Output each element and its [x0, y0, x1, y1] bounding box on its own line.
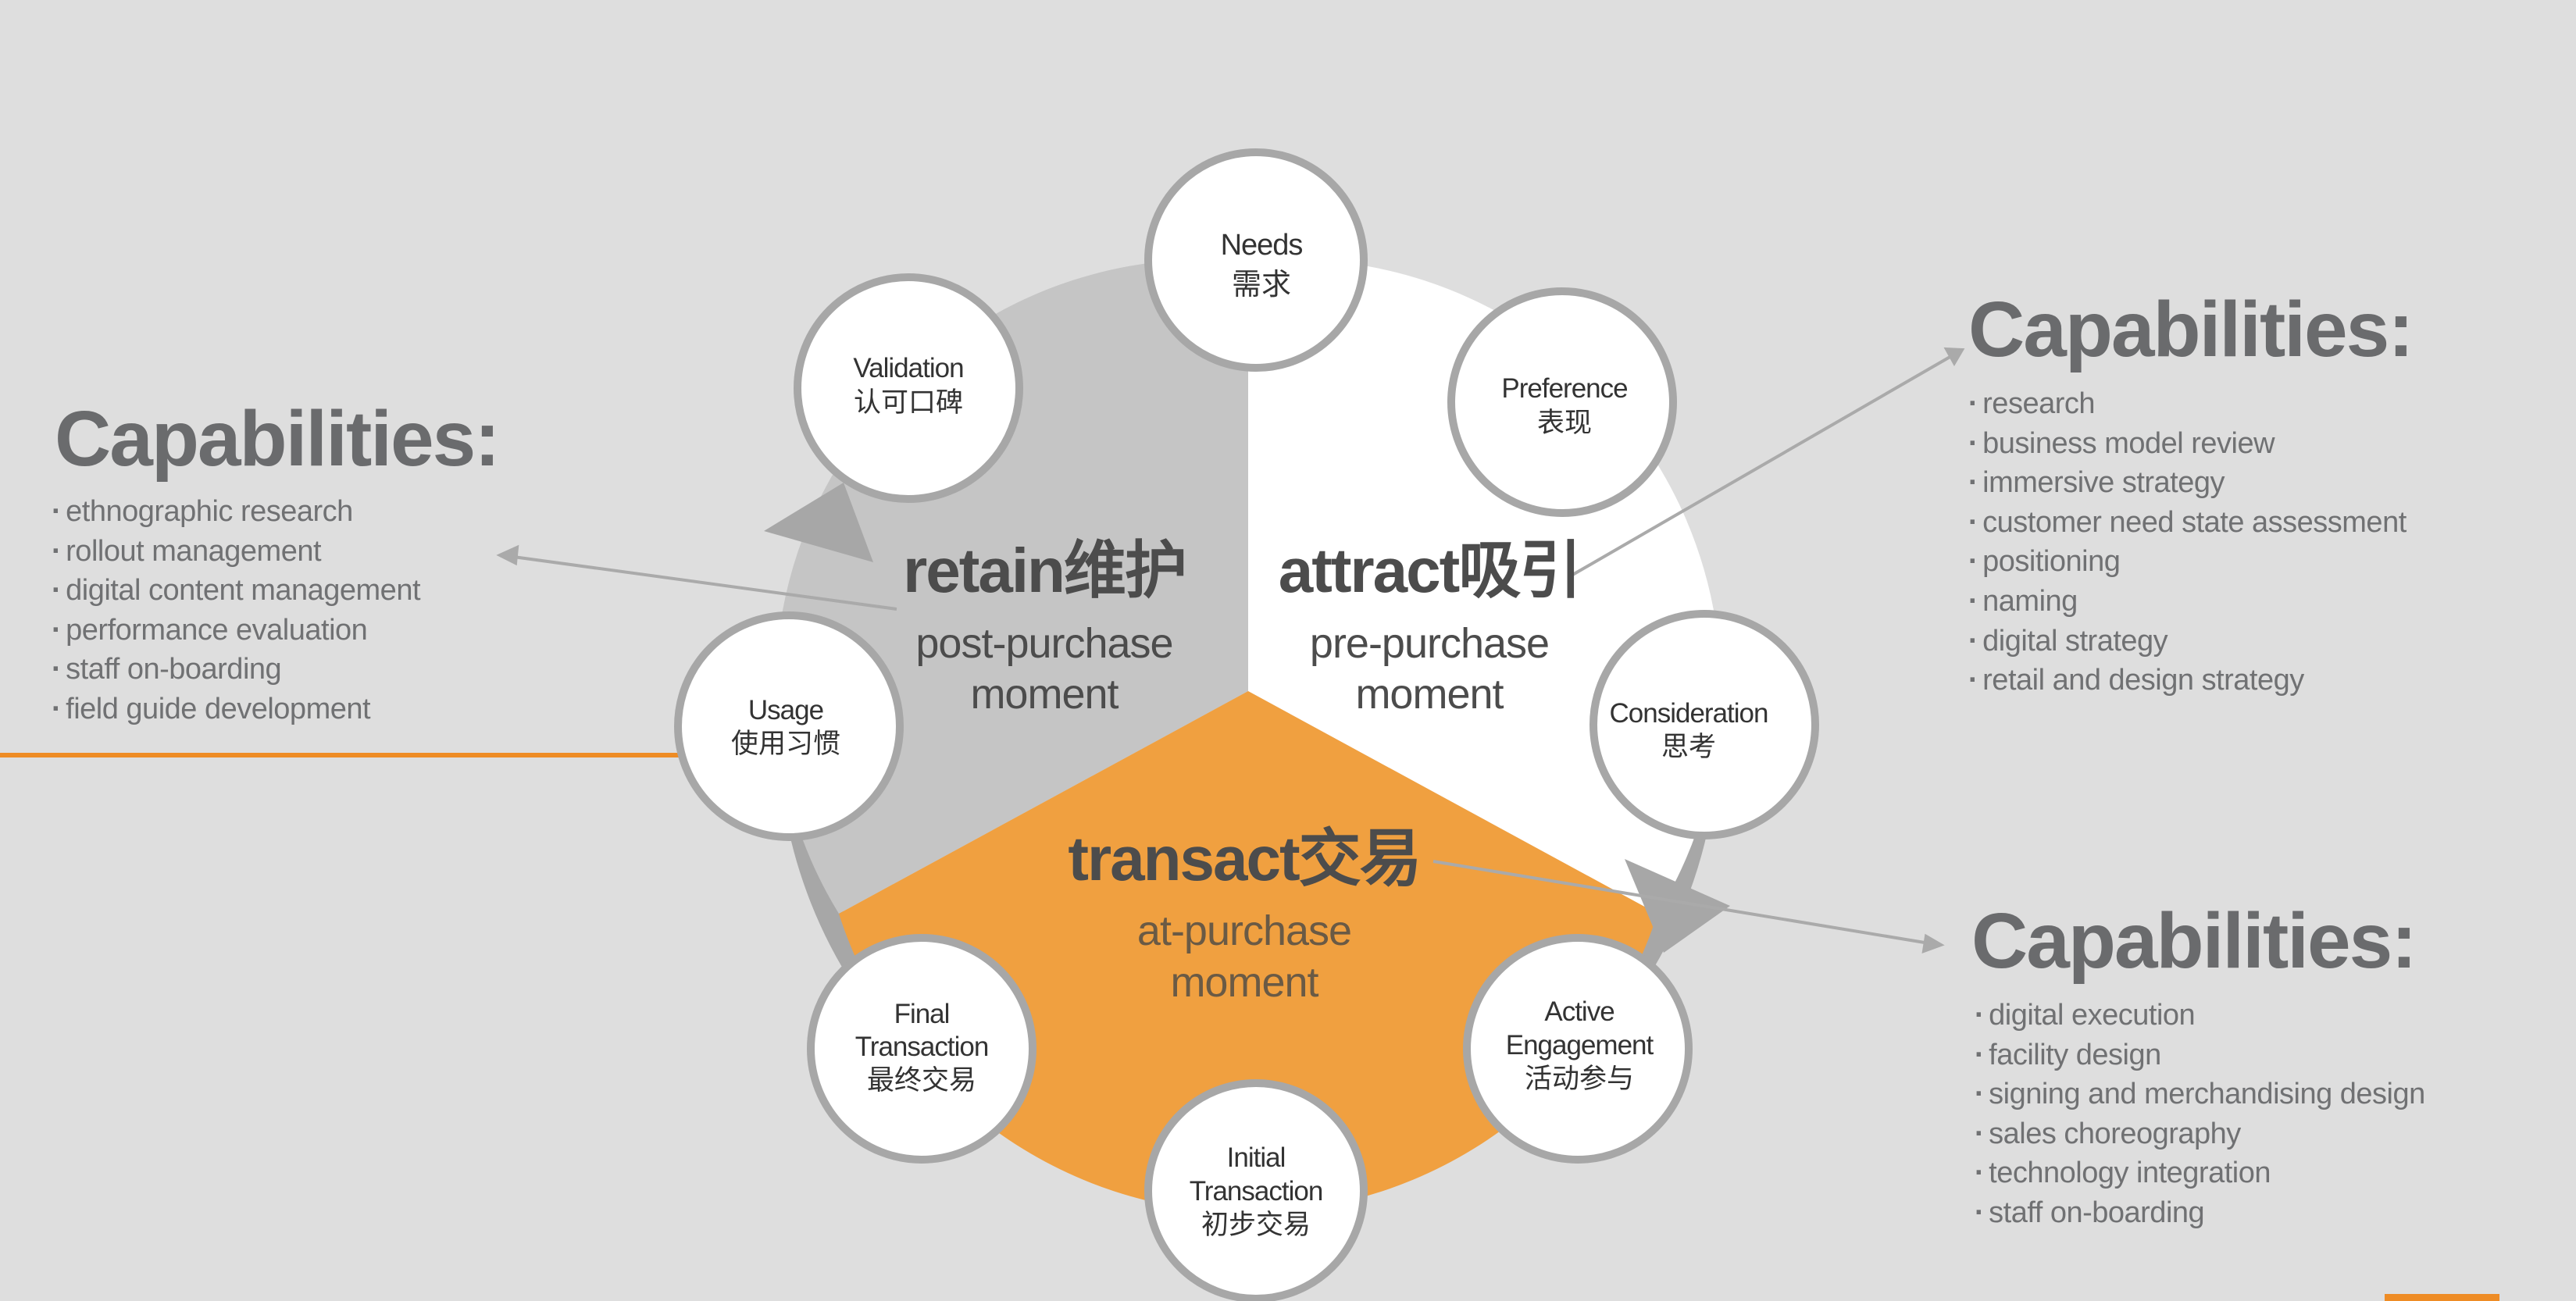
capability-item: staff on-boarding [1975, 1193, 2425, 1233]
capability-item: immersive strategy [1968, 463, 2413, 503]
capability-item: digital strategy [1968, 622, 2413, 661]
capability-item: customer need state assessment [1968, 503, 2413, 543]
stage-label-active-engagement-line2: Engagement [1506, 1030, 1654, 1060]
stage-node-initial-transaction: Initial Transaction 初步交易 [1144, 1079, 1368, 1301]
connector-bottom-right [1432, 860, 1930, 945]
capability-item: digital execution [1975, 996, 2425, 1035]
connector-top-right-head [1943, 347, 1965, 367]
sector-subtitle-transact-line2: moment [1170, 959, 1318, 1006]
capability-item: signing and merchandising design [1975, 1075, 2425, 1114]
stage-node-consideration: Consideration 思考 [1589, 610, 1819, 839]
stage-node-preference: Preference 表现 [1447, 287, 1677, 517]
stage-node-final-transaction: Final Transaction 最终交易 [807, 934, 1036, 1164]
stage-label-final-transaction-line1: Final [894, 999, 950, 1029]
stage-label-consideration-line1: Consideration [1610, 698, 1768, 729]
capabilities-title-left: Capabilities: [55, 395, 501, 483]
sector-title-retain: retain维护 [903, 536, 1186, 605]
connector-left-head [496, 544, 519, 566]
stage-label-consideration-line2: 思考 [1661, 732, 1716, 762]
cycle-arrowhead-right [1625, 859, 1730, 953]
capabilities-panel-left: Capabilities: ethnographic research roll… [52, 395, 501, 729]
capability-item: naming [1968, 582, 2413, 622]
stage-label-preference-line2: 表现 [1537, 408, 1592, 438]
capabilities-panel-top-right: Capabilities: research business model re… [1968, 286, 2414, 700]
stage-label-needs-line2: 需求 [1232, 269, 1291, 301]
capability-item: research [1968, 384, 2413, 424]
stage-label-initial-transaction-line1: Initial [1227, 1142, 1286, 1173]
capability-item: business model review [1968, 424, 2413, 464]
sector-subtitle-transact-line1: at-purchase [1137, 907, 1351, 954]
stage-node-validation: Validation 认可口碑 [794, 273, 1023, 503]
stage-node-needs: Needs 需求 [1144, 148, 1368, 372]
sector-labels: retain维护 post-purchase moment attract吸引 … [903, 536, 1582, 1006]
stage-label-validation-line2: 认可口碑 [854, 387, 963, 418]
stage-label-active-engagement-line3: 活动参与 [1525, 1064, 1634, 1094]
capability-item: technology integration [1975, 1153, 2425, 1193]
corner-accent-bar [2385, 1294, 2499, 1301]
sector-subtitle-retain-line2: moment [970, 671, 1119, 718]
capabilities-title-top-right: Capabilities: [1968, 286, 2414, 373]
capability-item: positioning [1968, 542, 2413, 582]
capability-item: performance evaluation [52, 611, 499, 650]
stage-nodes: Needs 需求 Preference 表现 Consideration 思考 … [674, 148, 1819, 1301]
stage-label-validation-line1: Validation [853, 353, 963, 383]
stage-node-active-engagement: Active Engagement 活动参与 [1463, 934, 1693, 1164]
capability-item: staff on-boarding [52, 650, 499, 690]
stage-label-active-engagement-line1: Active [1544, 996, 1614, 1027]
capabilities-title-bottom-right: Capabilities: [1971, 897, 2417, 985]
capability-item: digital content management [52, 571, 499, 611]
sector-transact [839, 691, 1657, 1213]
sector-title-attract: attract吸引 [1279, 536, 1581, 605]
capability-item: sales choreography [1975, 1114, 2425, 1154]
connector-left [507, 554, 897, 611]
capabilities-list-top-right: research business model review immersive… [1968, 384, 2413, 700]
stage-label-usage-line2: 使用习惯 [731, 729, 840, 759]
capabilities-list-bottom-right: digital execution facility design signin… [1975, 996, 2425, 1233]
stage-label-needs-line1: Needs [1221, 229, 1303, 262]
connector-arrows [496, 347, 1965, 954]
capability-item: rollout management [52, 532, 499, 572]
connector-bottom-right-head [1921, 933, 1945, 954]
connector-top-right [1568, 354, 1954, 578]
capabilities-list-left: ethnographic research rollout management… [52, 492, 499, 729]
capability-item: facility design [1975, 1035, 2425, 1075]
cycle-arrowhead-left [764, 483, 873, 562]
capability-item: retail and design strategy [1968, 661, 2413, 700]
sector-subtitle-attract-line2: moment [1355, 671, 1504, 718]
sector-subtitle-attract-line1: pre-purchase [1310, 620, 1549, 667]
stage-label-preference-line1: Preference [1501, 373, 1627, 404]
stage-label-initial-transaction-line2: Transaction [1190, 1176, 1323, 1207]
capability-item: field guide development [52, 690, 499, 729]
stage-node-usage: Usage 使用习惯 [674, 611, 904, 841]
capabilities-panel-bottom-right: Capabilities: digital execution facility… [1971, 902, 2425, 1233]
stage-label-final-transaction-line2: Transaction [855, 1032, 989, 1062]
sector-title-transact: transact交易 [1068, 824, 1420, 893]
stage-label-usage-line1: Usage [748, 695, 823, 725]
stage-label-initial-transaction-line3: 初步交易 [1201, 1210, 1311, 1240]
capability-item: ethnographic research [52, 492, 499, 532]
sector-subtitle-retain-line1: post-purchase [915, 620, 1172, 667]
stage-label-final-transaction-line3: 最终交易 [867, 1065, 976, 1096]
